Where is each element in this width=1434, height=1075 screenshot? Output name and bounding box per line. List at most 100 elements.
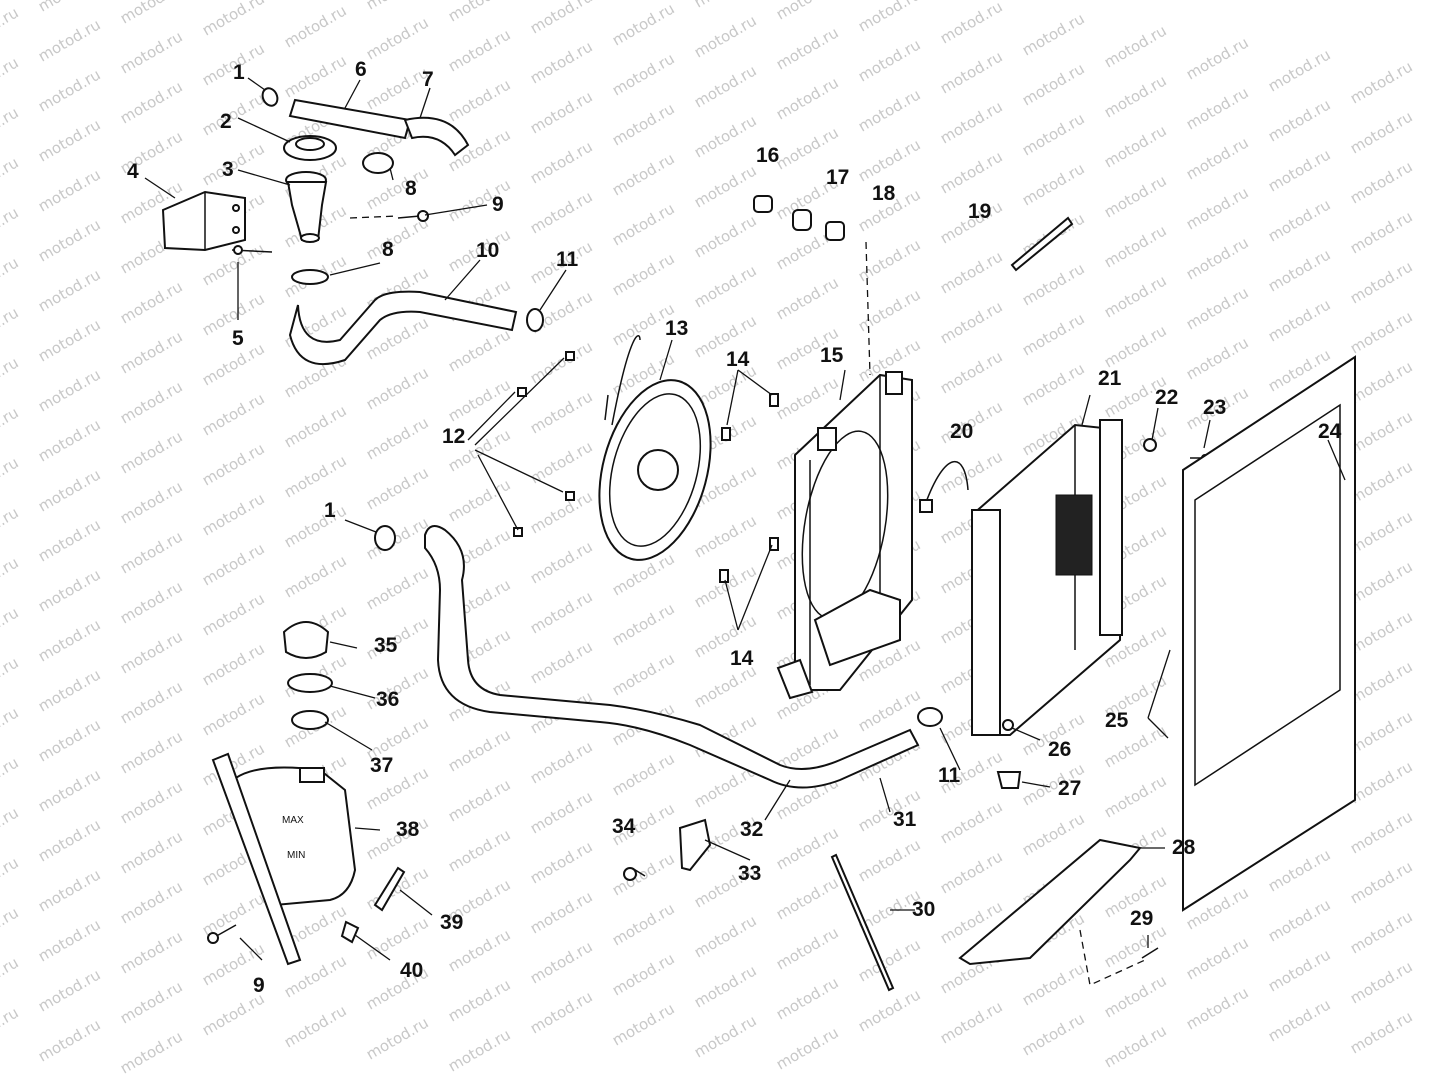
watermark-text: motod.ru (0, 253, 22, 303)
watermark-text: motod.ru (1265, 145, 1334, 195)
watermark-text: motod.ru (773, 23, 842, 73)
watermark-text: motod.ru (363, 563, 432, 613)
callout-29: 29 (1130, 907, 1153, 930)
watermark-text: motod.ru (1019, 9, 1088, 59)
watermark-text: motod.ru (527, 587, 596, 637)
watermark-text: motod.ru (609, 999, 678, 1049)
watermark-text: motod.ru (35, 15, 104, 65)
watermark-text: motod.ru (1019, 159, 1088, 209)
part-4-bracket (161, 190, 246, 252)
watermark-text: motod.ru (281, 401, 350, 451)
watermark-text: motod.ru (691, 511, 760, 561)
watermark-text: motod.ru (35, 615, 104, 665)
watermark-text: motod.ru (117, 877, 186, 927)
watermark-text: motod.ru (199, 589, 268, 639)
watermark-text: motod.ru (609, 99, 678, 149)
watermark-text: motod.ru (281, 501, 350, 551)
watermark-text: motod.ru (0, 603, 22, 653)
watermark-text: motod.ru (1265, 95, 1334, 145)
watermark-text: motod.ru (445, 725, 514, 775)
watermark-text: motod.ru (199, 0, 268, 39)
watermark-text: motod.ru (363, 463, 432, 513)
watermark-text: motod.ru (1183, 283, 1252, 333)
watermark-text: motod.ru (1183, 983, 1252, 1033)
watermark-text: motod.ru (1019, 809, 1088, 859)
watermark-text: motod.ru (35, 665, 104, 715)
watermark-text: motod.ru (937, 47, 1006, 97)
watermark-text: motod.ru (609, 949, 678, 999)
watermark-text: motod.ru (445, 1025, 514, 1075)
part-6-7-hose (288, 98, 470, 157)
watermark-text: motod.ru (1347, 607, 1416, 657)
callout-14-top: 14 (726, 348, 750, 371)
watermark-text: motod.ru (527, 137, 596, 187)
watermark-text: motod.ru (1347, 307, 1416, 357)
watermark-text: motod.ru (1347, 257, 1416, 307)
watermark-text: motod.ru (691, 61, 760, 111)
callout-15: 15 (820, 344, 844, 367)
watermark-text: motod.ru (773, 273, 842, 323)
watermark-text: motod.ru (0, 903, 22, 953)
watermark-text: motod.ru (35, 515, 104, 565)
callout-10: 10 (476, 239, 499, 262)
watermark-text: motod.ru (609, 649, 678, 699)
watermark-text: motod.ru (855, 235, 924, 285)
part-24-screen (1182, 355, 1356, 912)
callout-13: 13 (665, 317, 688, 340)
part-33-34-clip-bolt (623, 818, 712, 881)
watermark-text: motod.ru (609, 149, 678, 199)
watermark-text: motod.ru (0, 1003, 22, 1053)
watermark-text: motod.ru (117, 827, 186, 877)
tank-min-mark: MIN (287, 850, 305, 861)
watermark-text: motod.ru (1265, 945, 1334, 995)
watermark-text: motod.ru (609, 49, 678, 99)
watermark-text: motod.ru (527, 37, 596, 87)
part-12-grommets (513, 351, 575, 537)
watermark-text: motod.ru (35, 865, 104, 915)
callout-4: 4 (127, 160, 139, 183)
watermark-text: motod.ru (773, 923, 842, 973)
watermark-text: motod.ru (0, 503, 22, 553)
watermark-text: motod.ru (117, 327, 186, 377)
watermark-text: motod.ru (1101, 171, 1170, 221)
watermark-text: motod.ru (855, 285, 924, 335)
watermark-text: motod.ru (117, 277, 186, 327)
callout-9-lower: 9 (253, 974, 265, 997)
callout-17: 17 (826, 166, 849, 189)
watermark-text: motod.ru (1019, 309, 1088, 359)
watermark-text: motod.ru (35, 315, 104, 365)
watermark-text: motod.ru (1265, 845, 1334, 895)
watermark-text: motod.ru (0, 153, 22, 203)
watermark-text: motod.ru (363, 513, 432, 563)
part-13-fan (598, 335, 712, 561)
watermark-text: motod.ru (117, 427, 186, 477)
watermark-text: motod.ru (527, 0, 596, 37)
watermark-text: motod.ru (1265, 245, 1334, 295)
watermark-text: motod.ru (0, 353, 22, 403)
watermark-text: motod.ru (937, 247, 1006, 297)
watermark-text: motod.ru (117, 77, 186, 127)
watermark-text: motod.ru (937, 447, 1006, 497)
watermark-text: motod.ru (527, 987, 596, 1037)
watermark-text: motod.ru (1347, 907, 1416, 957)
watermark-text: motod.ru (691, 561, 760, 611)
part-38-tank: MAX MIN (211, 752, 357, 966)
watermark-text: motod.ru (691, 161, 760, 211)
watermark-text: motod.ru (691, 961, 760, 1011)
callout-6: 6 (355, 58, 367, 81)
watermark-text: motod.ru (527, 187, 596, 237)
watermark-text: motod.ru (199, 539, 268, 589)
watermark-text: motod.ru (937, 0, 1006, 47)
watermark-text: motod.ru (199, 489, 268, 539)
watermark-text: motod.ru (1347, 507, 1416, 557)
callout-7: 7 (422, 68, 434, 91)
watermark-text: motod.ru (281, 1001, 350, 1051)
watermark-text: motod.ru (445, 975, 514, 1025)
watermark-text: motod.ru (773, 973, 842, 1023)
part-16-18-bushings (753, 195, 845, 241)
watermark-text: motod.ru (35, 815, 104, 865)
watermark-text: motod.ru (117, 927, 186, 977)
watermark-text: motod.ru (937, 97, 1006, 147)
watermark-text: motod.ru (773, 73, 842, 123)
watermark-text: motod.ru (855, 135, 924, 185)
